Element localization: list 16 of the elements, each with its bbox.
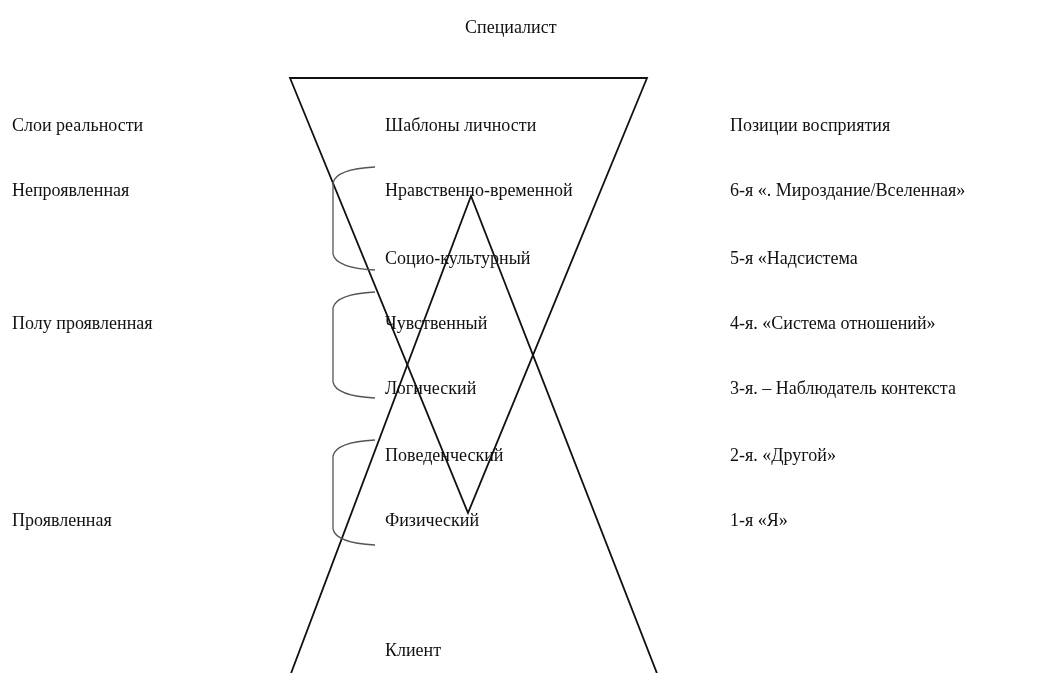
text-label: Специалист xyxy=(465,16,557,38)
text-label: Слои реальности xyxy=(12,114,144,136)
text-label: Физический xyxy=(385,509,480,531)
text-label: 6-я «. Мироздание/Вселенная» xyxy=(730,179,966,201)
text-label: Непроявленная xyxy=(12,179,130,201)
text-label: Шаблоны личности xyxy=(385,114,537,136)
text-label: 5-я «Надсистема xyxy=(730,247,858,269)
text-label: 3-я. – Наблюдатель контекста xyxy=(730,377,956,399)
text-label: Нравственно-временной xyxy=(385,179,573,201)
text-label: Проявленная xyxy=(12,509,112,531)
text-label: 1-я «Я» xyxy=(730,509,788,531)
text-label: 4-я. «Система отношений» xyxy=(730,312,936,334)
text-label: Позиции восприятия xyxy=(730,114,891,136)
text-label: 2-я. «Другой» xyxy=(730,444,836,466)
text-label: Полу проявленная xyxy=(12,312,153,334)
text-label: Клиент xyxy=(385,639,442,661)
